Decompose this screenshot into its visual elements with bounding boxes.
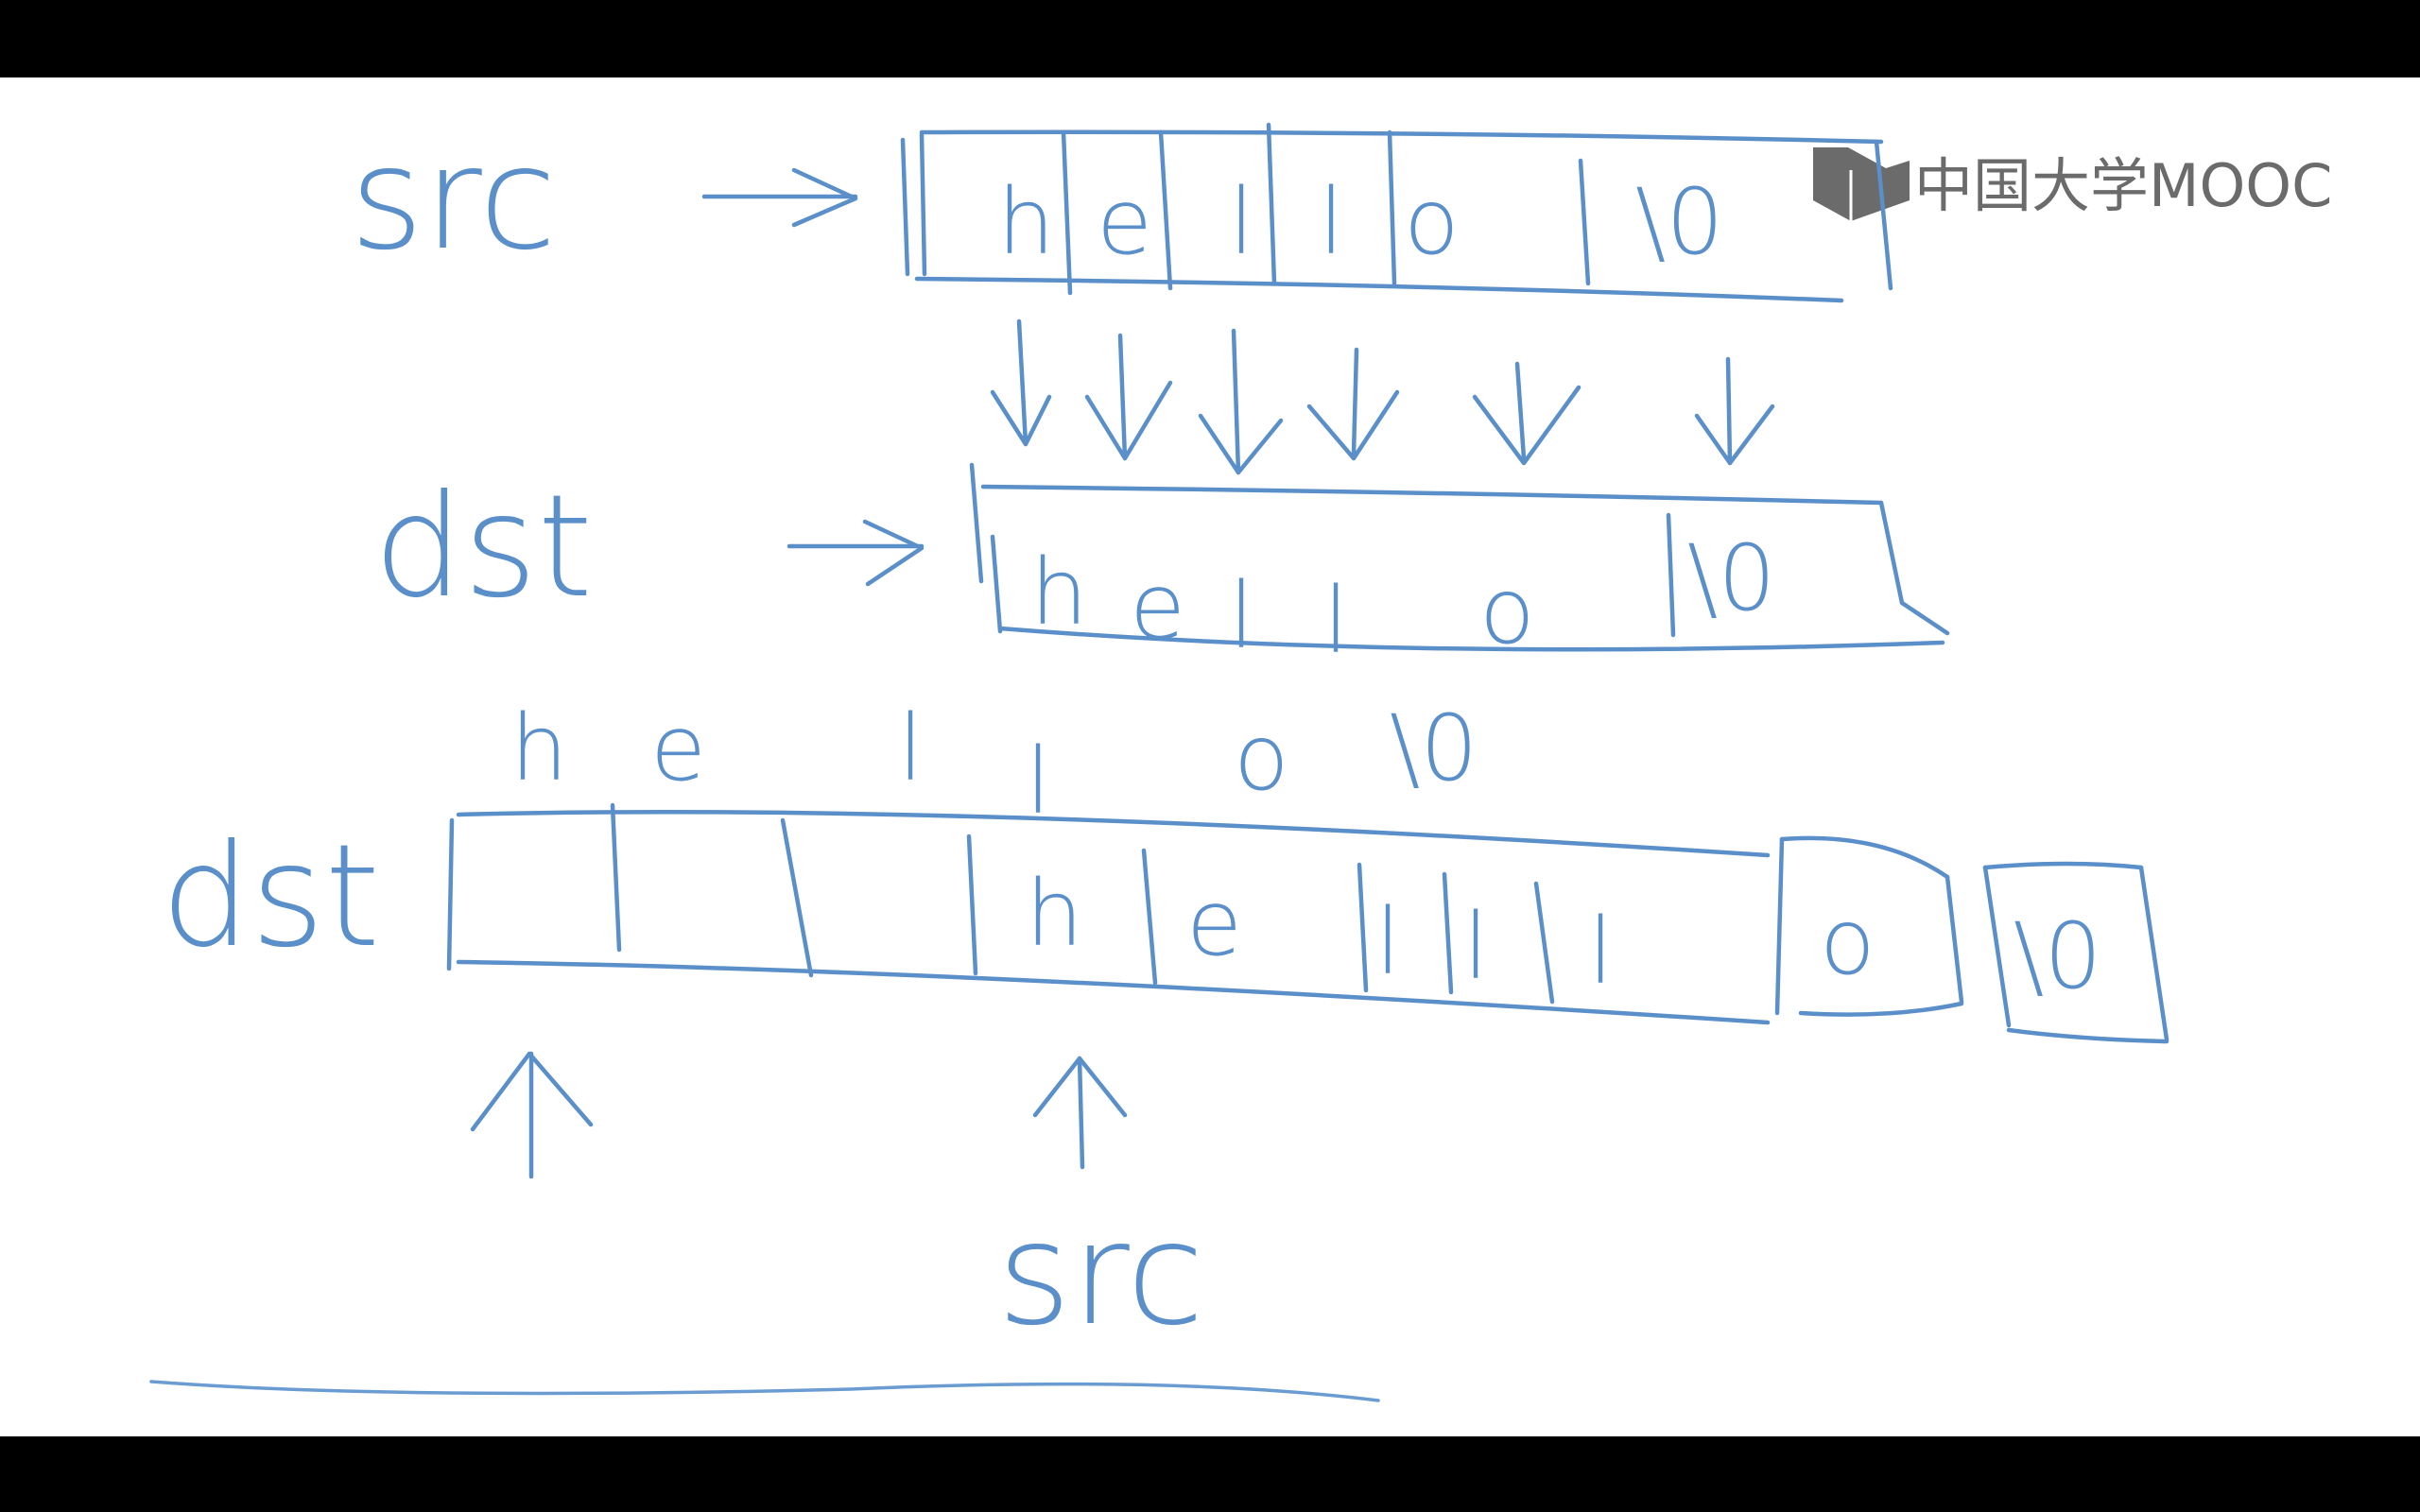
dst-cell: l — [1323, 568, 1349, 674]
src-cell: h — [997, 169, 1055, 275]
overlap-cell: l — [1463, 894, 1489, 1000]
src-cell: e — [1097, 169, 1152, 275]
dst-cell: o — [1479, 558, 1535, 664]
whiteboard — [0, 77, 2420, 1436]
floating-char: o — [1234, 705, 1289, 811]
overlap-cell: l — [1375, 889, 1401, 995]
src-cell: o — [1404, 169, 1460, 275]
dst-cell: h — [1030, 540, 1088, 645]
label-src-bottom: src — [997, 1193, 1204, 1357]
overlap-cell: e — [1186, 870, 1242, 976]
label-dst-bottom: dst — [161, 815, 380, 979]
overlap-cell: h — [1026, 861, 1083, 967]
dst-cell: l — [1229, 563, 1254, 669]
book-icon — [1813, 147, 1910, 221]
dst-cell: \0 — [1687, 525, 1775, 631]
floating-char: \0 — [1390, 696, 1478, 801]
dst-cell: e — [1130, 554, 1185, 660]
src-array — [900, 122, 1893, 303]
overlap-cell: o — [1820, 889, 1876, 995]
dst-array — [969, 462, 1950, 652]
overlap-cell: \0 — [2014, 903, 2101, 1009]
copy-arrows — [990, 318, 1775, 475]
src-cell: \0 — [1635, 169, 1723, 275]
floating-char: h — [510, 696, 568, 801]
underline-stroke — [149, 1380, 1380, 1402]
src-cell: l — [1229, 169, 1254, 275]
overlap-array — [446, 802, 2169, 1044]
label-dst-middle: dst — [373, 465, 593, 629]
mooc-logo: 中国大学MOOC — [1813, 147, 2332, 221]
up-arrows — [470, 1051, 1128, 1179]
floating-char: l — [898, 696, 924, 801]
src-cell: l — [1319, 169, 1344, 275]
overlap-cell: l — [1588, 899, 1614, 1005]
logo-text: 中国大学MOOC — [1914, 151, 2332, 220]
src-array-cells: h e l l o \0 — [997, 169, 1723, 275]
arrow-dst-to-array — [786, 519, 925, 587]
dst-array-cells: h e l l o \0 — [1030, 525, 1775, 674]
label-src-top: src — [350, 117, 557, 282]
floating-char: e — [650, 696, 706, 801]
arrow-src-to-array — [701, 167, 858, 228]
overlap-array-cells: h e l l l o \0 — [1026, 861, 2101, 1009]
